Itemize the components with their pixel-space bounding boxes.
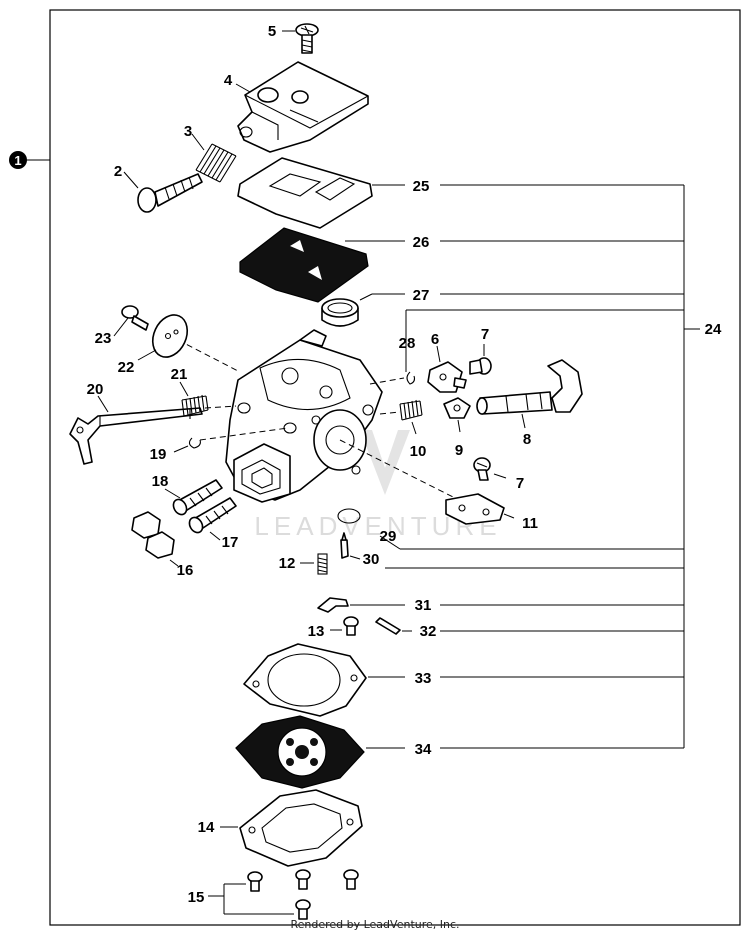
callout-7-lower: 7	[516, 475, 524, 492]
part-19-clip	[188, 437, 201, 449]
part-2-screw	[137, 173, 203, 213]
callout-15: 15	[188, 889, 205, 906]
diagram-frame	[49, 9, 741, 926]
callout-31: 31	[415, 597, 432, 614]
callout-13: 13	[308, 623, 325, 640]
part-7-screw-upper	[469, 357, 492, 375]
callout-16: 16	[177, 562, 194, 579]
part-28-clip	[406, 371, 416, 385]
part-4-cover	[237, 61, 369, 153]
part-14-cover-plate	[239, 789, 363, 867]
callout-5: 5	[268, 23, 276, 40]
part-11-plate	[445, 493, 505, 525]
part-25-gasket	[237, 157, 373, 229]
callout-10: 10	[410, 443, 427, 460]
part-30-needle	[340, 532, 349, 559]
callout-18: 18	[152, 473, 169, 490]
callout-6: 6	[431, 331, 439, 348]
part-15-screws	[247, 869, 359, 920]
footer-credit: Rendered by LeadVenture, Inc.	[290, 918, 460, 931]
part-20-throttle-shaft	[69, 407, 203, 465]
callout-9: 9	[455, 442, 463, 459]
part-9-washer	[443, 397, 471, 419]
callout-21: 21	[171, 366, 188, 383]
callout-22: 22	[118, 359, 135, 376]
part-33-gasket	[243, 643, 367, 717]
callout-32: 32	[420, 623, 437, 640]
callout-28: 28	[399, 335, 416, 352]
part-27-filter	[321, 298, 359, 327]
callout-1: 1	[14, 153, 21, 168]
callout-26: 26	[413, 234, 430, 251]
part-26-diaphragm	[239, 227, 369, 303]
part-31-lever	[317, 597, 349, 613]
part-12-spring	[317, 553, 328, 575]
callout-17: 17	[222, 534, 239, 551]
callout-19: 19	[150, 446, 167, 463]
part-29-o-ring	[337, 508, 361, 524]
callout-7-upper: 7	[481, 326, 489, 343]
part-16-limiter-caps	[131, 511, 175, 559]
part-17-needle	[188, 497, 237, 534]
callout-25: 25	[413, 178, 430, 195]
callout-1-badge	[9, 151, 27, 169]
callout-2: 2	[114, 163, 122, 180]
part-22-throttle-plate	[151, 314, 189, 358]
part-5-screw	[295, 23, 319, 54]
callout-29: 29	[380, 528, 397, 545]
callout-14: 14	[198, 819, 215, 836]
part-8-choke-shaft	[476, 359, 583, 415]
part-3-spring	[195, 143, 237, 183]
callout-24: 24	[705, 321, 722, 338]
callout-20: 20	[87, 381, 104, 398]
carburetor-body	[225, 329, 383, 503]
callout-23: 23	[95, 330, 112, 347]
part-18-needle	[172, 479, 223, 516]
part-7-screw-lower	[473, 457, 491, 481]
callout-34: 34	[415, 741, 432, 758]
callout-4: 4	[224, 72, 233, 89]
part-10-spring	[399, 399, 423, 421]
part-13-screw	[343, 616, 359, 636]
callout-33: 33	[415, 670, 432, 687]
callout-8: 8	[523, 431, 531, 448]
callout-3: 3	[184, 123, 192, 140]
callout-12: 12	[279, 555, 296, 572]
callout-27: 27	[413, 287, 430, 304]
part-21-spring	[181, 394, 209, 417]
part-34-diaphragm	[235, 715, 365, 789]
part-32-pin	[375, 617, 401, 635]
part-6-lever	[427, 361, 467, 393]
callout-11: 11	[522, 515, 538, 532]
assembly-bracket-24	[379, 184, 700, 749]
part-23-screw	[121, 305, 149, 331]
callout-30: 30	[363, 551, 380, 568]
